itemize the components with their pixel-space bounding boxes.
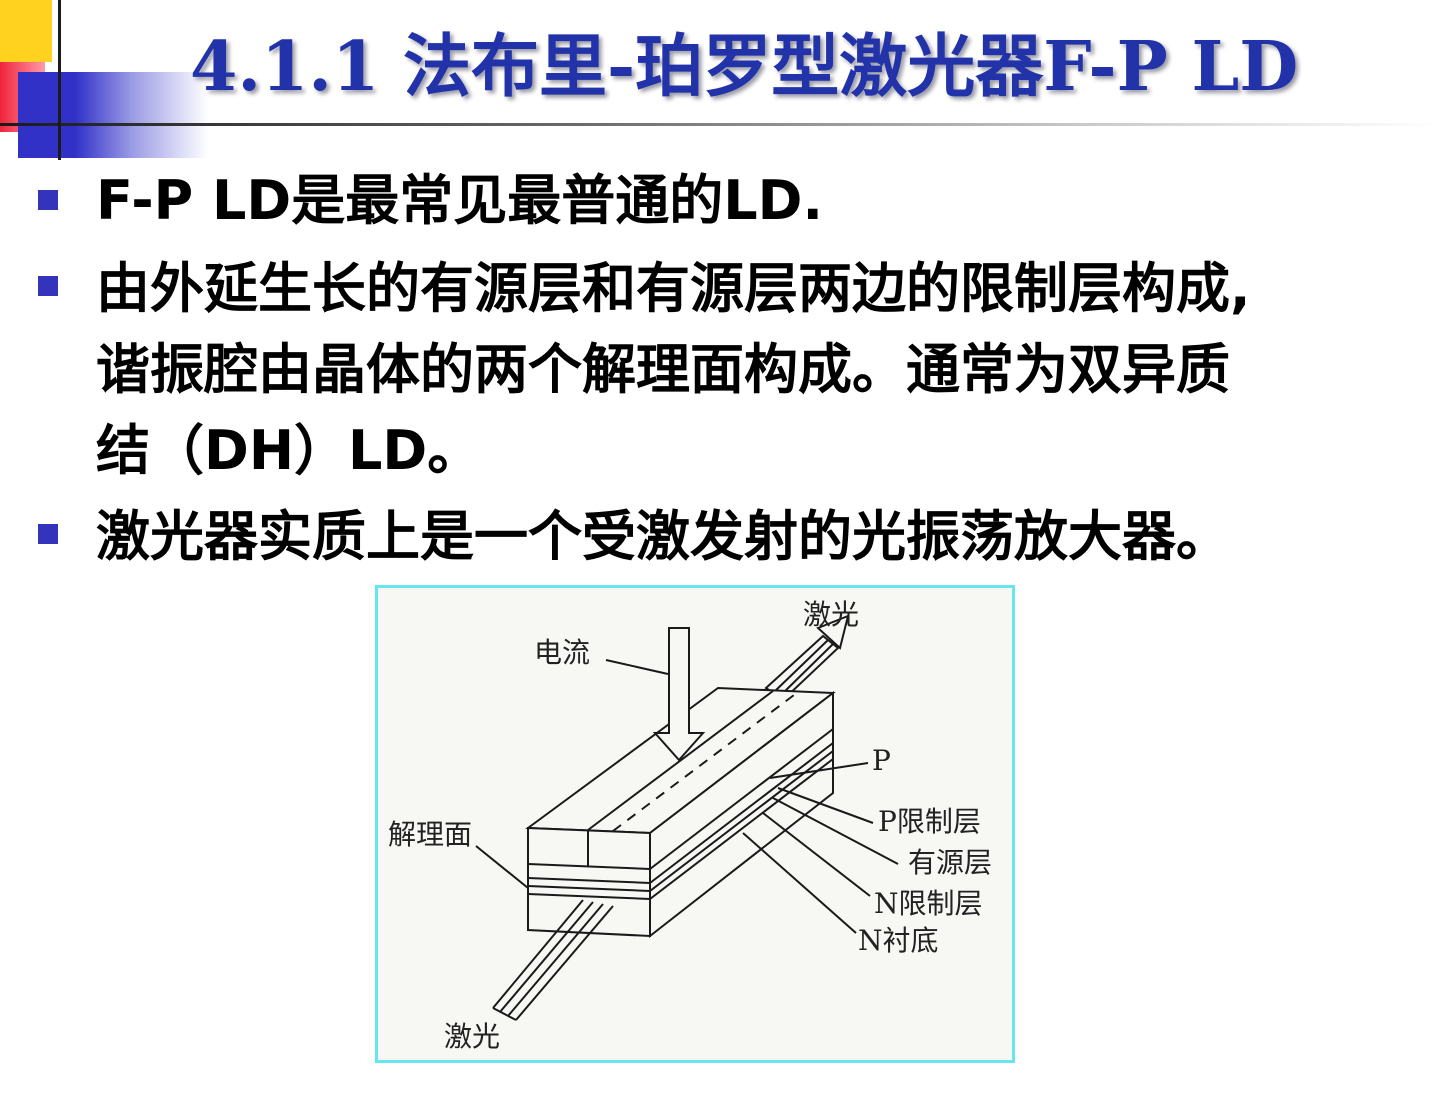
label-laser-bottom: 激光: [444, 1020, 500, 1053]
label-p-cladding: P限制层: [878, 805, 981, 838]
bullet-text-line: 谐振腔由晶体的两个解理面构成。通常为双异质: [96, 338, 1230, 401]
label-n-cladding: N限制层: [874, 887, 983, 920]
bullet-item: F-P LD是最常见最普通的LD.: [38, 160, 1433, 241]
label-cleavage-plane: 解理面: [388, 818, 472, 851]
fp-ld-diagram-svg: 激光 电流 P 解理面 P限制层 有源层 N限制层 N衬底 激光: [388, 598, 992, 1053]
label-active-layer: 有源层: [908, 846, 992, 879]
laser-beam-bottom-icon: [492, 899, 614, 1021]
chip-side-face: [649, 690, 834, 939]
bullet-text-line: F-P LD是最常见最普通的LD.: [96, 169, 823, 232]
deco-vertical-line: [58, 0, 61, 160]
bullet-text-line: 激光器实质上是一个受激发射的光振荡放大器。: [96, 505, 1230, 568]
bullet-text-line: 结（DH）LD。: [96, 419, 482, 482]
label-current: 电流: [534, 636, 590, 669]
label-laser-top: 激光: [803, 598, 859, 631]
label-n-substrate: N衬底: [858, 924, 939, 957]
deco-blue-bar: [18, 72, 208, 158]
fp-ld-diagram: 激光 电流 P 解理面 P限制层 有源层 N限制层 N衬底 激光: [375, 585, 1015, 1063]
bullet-square-icon: [38, 190, 58, 210]
bullet-list: F-P LD是最常见最普通的LD. 由外延生长的有源层和有源层两边的限制层构成,…: [38, 160, 1433, 577]
bullet-item: 由外延生长的有源层和有源层两边的限制层构成, 谐振腔由晶体的两个解理面构成。通常…: [38, 248, 1433, 491]
deco-horizontal-line: [0, 123, 1438, 126]
deco-yellow-block: [0, 0, 52, 62]
label-p: P: [872, 744, 891, 777]
page-title: 4.1.1 法布里-珀罗型激光器F-P LD: [190, 27, 1299, 107]
bullet-square-icon: [38, 276, 58, 296]
current-arrow-icon: [652, 627, 706, 762]
bullet-square-icon: [38, 524, 58, 544]
laser-beam-top-icon: [764, 614, 850, 702]
bullet-text-line: 由外延生长的有源层和有源层两边的限制层构成,: [96, 257, 1251, 320]
bullet-item: 激光器实质上是一个受激发射的光振荡放大器。: [38, 496, 1433, 577]
